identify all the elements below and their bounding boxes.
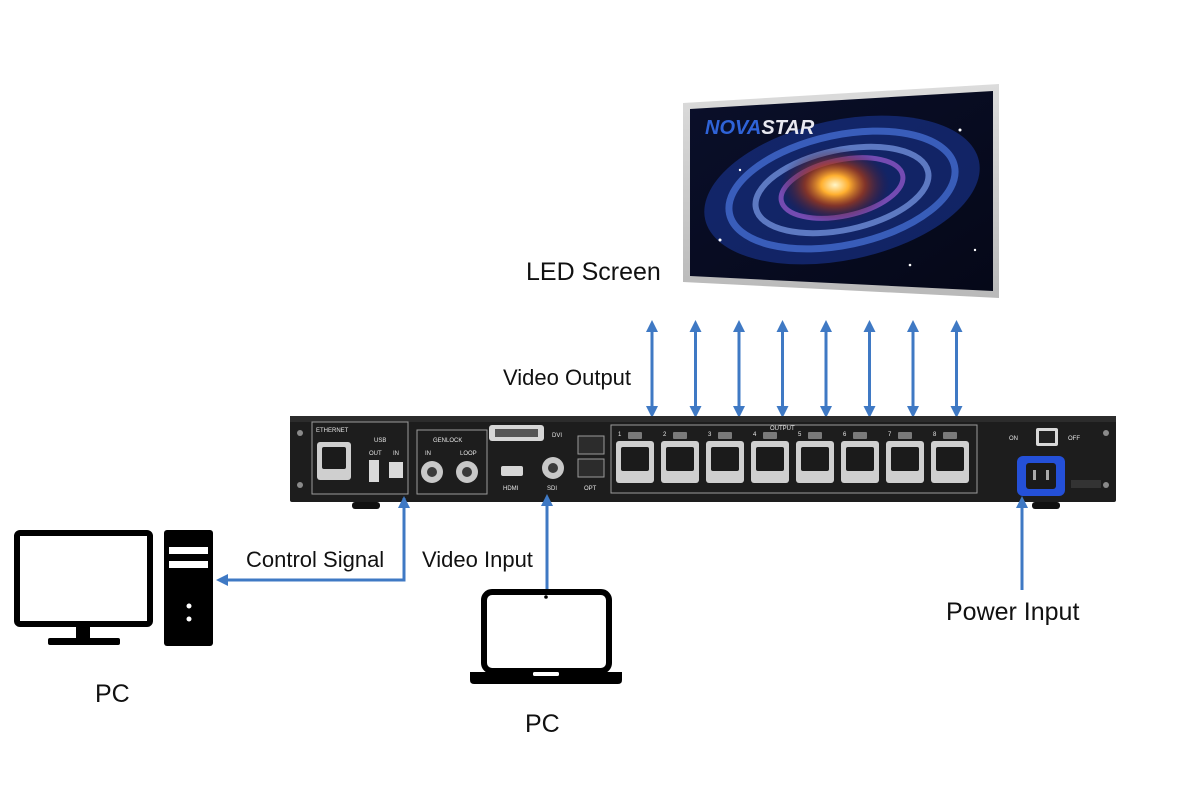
video-output-arrow-3	[733, 320, 745, 418]
video-output-arrow-8	[950, 320, 963, 418]
video-output-arrow-6	[863, 320, 876, 418]
output-port-number: 4	[753, 432, 757, 438]
video-input-label: Video Input	[422, 547, 533, 572]
output-port-5: 5	[796, 432, 834, 483]
output-port-number: 6	[843, 432, 847, 438]
output-group-label: OUTPUT	[770, 426, 795, 432]
usb-out-port	[369, 460, 379, 482]
desktop-pc-icon	[14, 530, 213, 646]
control-signal-arrow-left	[216, 574, 228, 586]
device-foot	[352, 502, 380, 509]
genlock-group	[416, 429, 488, 495]
led-screen-label: LED Screen	[526, 258, 661, 286]
monitor-stand	[76, 624, 90, 638]
output-port-2: 2	[661, 432, 699, 483]
genlock-loop-label: LOOP	[460, 451, 477, 457]
device-top-edge	[290, 416, 1116, 422]
controller-device: ETHERNET USB OUT IN GENLOCK IN LOOP DVI …	[290, 416, 1116, 509]
sdi-label: SDI	[547, 486, 557, 492]
screw	[1103, 430, 1109, 436]
opt-label: OPT	[584, 486, 597, 492]
output-ports: 1 2 3 4 5 6 7 8	[616, 432, 969, 483]
screw	[297, 482, 303, 488]
laptop-screen	[481, 589, 612, 674]
output-port-number: 5	[798, 432, 802, 438]
laptop-pc-icon	[470, 589, 622, 684]
video-output-arrow-7	[907, 320, 919, 418]
monitor-icon	[14, 530, 153, 627]
usb-group-label: USB	[374, 438, 386, 444]
monitor-base	[48, 638, 120, 645]
power-on-label: ON	[1009, 436, 1018, 442]
power-input-label: Power Input	[946, 598, 1079, 626]
output-port-4: 4	[751, 432, 789, 483]
video-output-label: Video Output	[503, 365, 631, 390]
output-port-number: 7	[888, 432, 892, 438]
power-off-label: OFF	[1068, 436, 1080, 442]
video-output-arrow-1	[646, 320, 658, 418]
control-signal-label: Control Signal	[246, 547, 384, 572]
video-output-arrow-4	[776, 320, 789, 418]
usb-in-label: IN	[393, 451, 399, 457]
ethernet-port-label: ETHERNET	[316, 428, 349, 434]
video-output-arrow-5	[820, 320, 832, 418]
led-screen: NOVASTAR	[683, 84, 999, 298]
screw	[1103, 482, 1109, 488]
device-foot	[1032, 502, 1060, 509]
opt-port-1	[577, 435, 605, 455]
pc-laptop-label: PC	[525, 710, 560, 738]
control-signal-line	[225, 498, 406, 582]
screw	[297, 430, 303, 436]
genlock-label: GENLOCK	[433, 438, 462, 444]
output-port-number: 3	[708, 432, 712, 438]
usb-in-port	[389, 462, 403, 478]
output-port-6: 6	[841, 432, 879, 483]
dvi-label: DVI	[552, 433, 562, 439]
video-output-arrow-2	[689, 320, 702, 418]
output-port-number: 2	[663, 432, 667, 438]
pc-desktop-label: PC	[95, 680, 130, 708]
output-port-1: 1	[616, 432, 654, 483]
video-output-arrows	[646, 320, 963, 418]
hdmi-label: HDMI	[503, 486, 519, 492]
rating-plate	[1071, 480, 1101, 488]
control-signal-arrow-up	[398, 496, 410, 508]
laptop-base	[470, 672, 622, 684]
output-port-3: 3	[706, 432, 744, 483]
pc-tower-icon	[164, 530, 213, 646]
output-port-8: 8	[931, 432, 969, 483]
usb-out-label: OUT	[369, 451, 382, 457]
output-port-number: 1	[618, 432, 622, 438]
screen-brand-logo: NOVASTAR	[705, 117, 815, 139]
device-chassis	[290, 416, 1116, 502]
video-input-arrow	[541, 494, 553, 506]
control-port-group	[311, 421, 409, 495]
power-input-arrow	[1016, 496, 1028, 508]
genlock-in-label: IN	[425, 451, 431, 457]
output-port-number: 8	[933, 432, 937, 438]
galaxy-image	[704, 115, 980, 267]
opt-port-2	[577, 458, 605, 478]
hdmi-port	[501, 466, 523, 476]
output-port-group	[610, 424, 978, 494]
output-port-7: 7	[886, 432, 924, 483]
